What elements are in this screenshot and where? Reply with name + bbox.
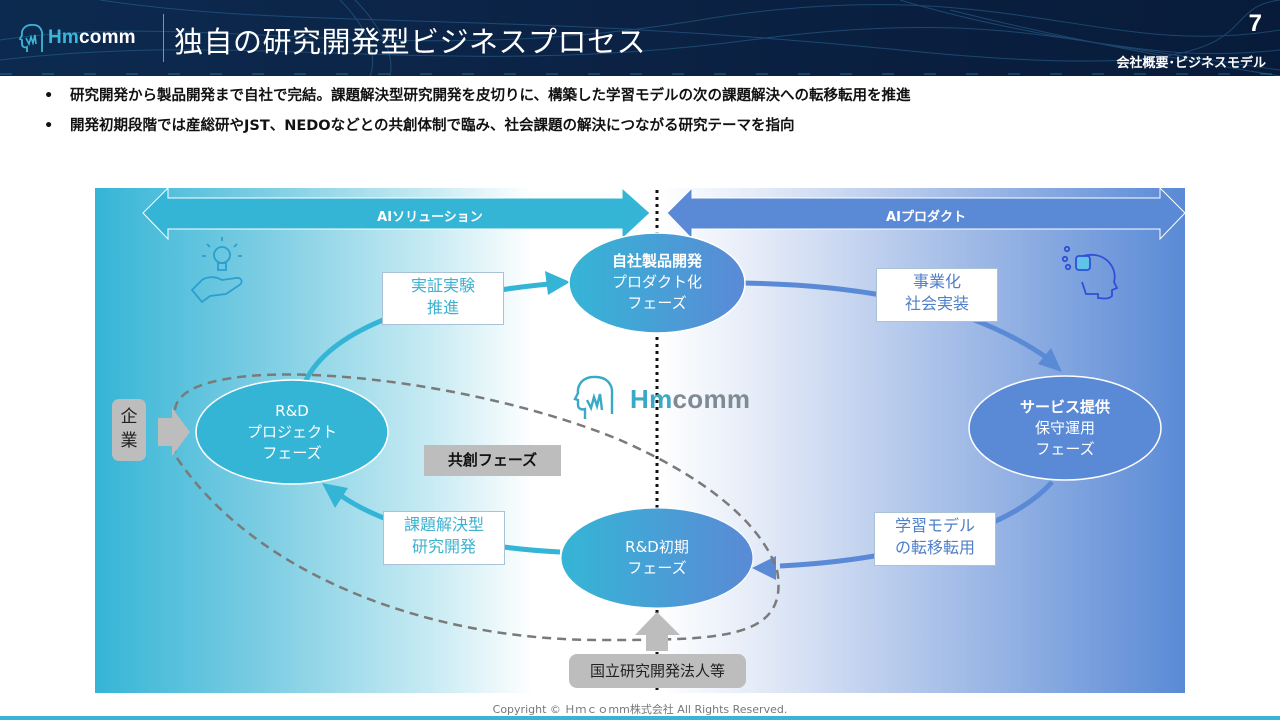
co-creation-boundary: [173, 373, 780, 642]
header-banner: Hmcomm 独自の研究開発型ビジネスプロセス 7 会社概要･ビジネスモデル: [0, 0, 1280, 76]
ai-head-icon: [1061, 245, 1119, 300]
bullet-dot: •: [44, 88, 54, 104]
lightbulb-hand-icon: [190, 237, 243, 304]
flow-arrowhead: [752, 556, 776, 580]
center-logo-icon: [573, 375, 614, 419]
page-number: 7: [1248, 10, 1262, 37]
phase-service-ellipse: [968, 375, 1162, 481]
page-title: 独自の研究開発型ビジネスプロセス: [174, 25, 647, 59]
transition-commercialize-box: 事業化 社会実装: [876, 268, 998, 322]
co-creation-phase-label: 共創フェーズ: [424, 445, 561, 476]
phase-product-text: 自社製品開発 プロダクト化 フェーズ: [611, 252, 702, 312]
header-divider: [163, 14, 164, 62]
ai-product-label: AIプロダクト: [886, 210, 966, 225]
bullet-dot: •: [44, 118, 54, 134]
head-logo-icon: [18, 23, 44, 52]
national-institutes-label: 国立研究開発法人等: [569, 654, 746, 688]
company-input-arrow: [158, 408, 190, 456]
ai-solution-label: AIソリューション: [377, 210, 483, 225]
transition-poc-box: 実証実験 推進: [382, 272, 504, 325]
flow-arrowhead: [322, 483, 348, 508]
ai-product-band-arrow: [666, 186, 1186, 241]
summary-bullets: •研究開発から製品開発まで自社で完結。課題解決型研究開発を皮切りに、構築した学習…: [44, 86, 911, 146]
flow-arrowhead: [1038, 348, 1062, 372]
flow-arrowhead: [545, 271, 570, 295]
center-logo-text: Hmcomm: [630, 384, 751, 414]
national-input-arrow: [635, 612, 680, 651]
section-label: 会社概要･ビジネスモデル: [1116, 56, 1266, 71]
copyright-text: Copyright © Ｈｍｃｏmm株式会社 All Rights Reserv…: [492, 703, 788, 716]
logo-text: Hmcomm: [48, 27, 136, 48]
bullet-item: •開発初期段階では産総研やJST、NEDOなどとの共創体制で臨み、社会課題の解決…: [44, 116, 911, 146]
bullet-item: •研究開発から製品開発まで自社で完結。課題解決型研究開発を皮切りに、構築した学習…: [44, 86, 911, 116]
phase-rnd-initial-text: R&D初期 フェーズ: [625, 538, 689, 577]
header-wave-pattern: [0, 0, 1280, 76]
phase-rnd-initial-ellipse: [560, 507, 754, 609]
company-label: 企 業: [112, 399, 146, 461]
footer-accent-bar: [0, 716, 1280, 720]
phase-rnd-project-ellipse: [195, 379, 389, 485]
transition-solution-rnd-box: 課題解決型 研究開発: [383, 511, 505, 565]
company-logo: Hmcomm: [18, 22, 136, 54]
phase-product-ellipse: [568, 232, 746, 334]
phase-rnd-project-text: R&D プロジェクト フェーズ: [246, 402, 337, 462]
center-logo: Hmcomm: [630, 384, 750, 415]
transition-transfer-box: 学習モデル の転移転用: [874, 512, 996, 566]
phase-service-text: サービス提供 保守運用 フェーズ: [1019, 398, 1110, 458]
